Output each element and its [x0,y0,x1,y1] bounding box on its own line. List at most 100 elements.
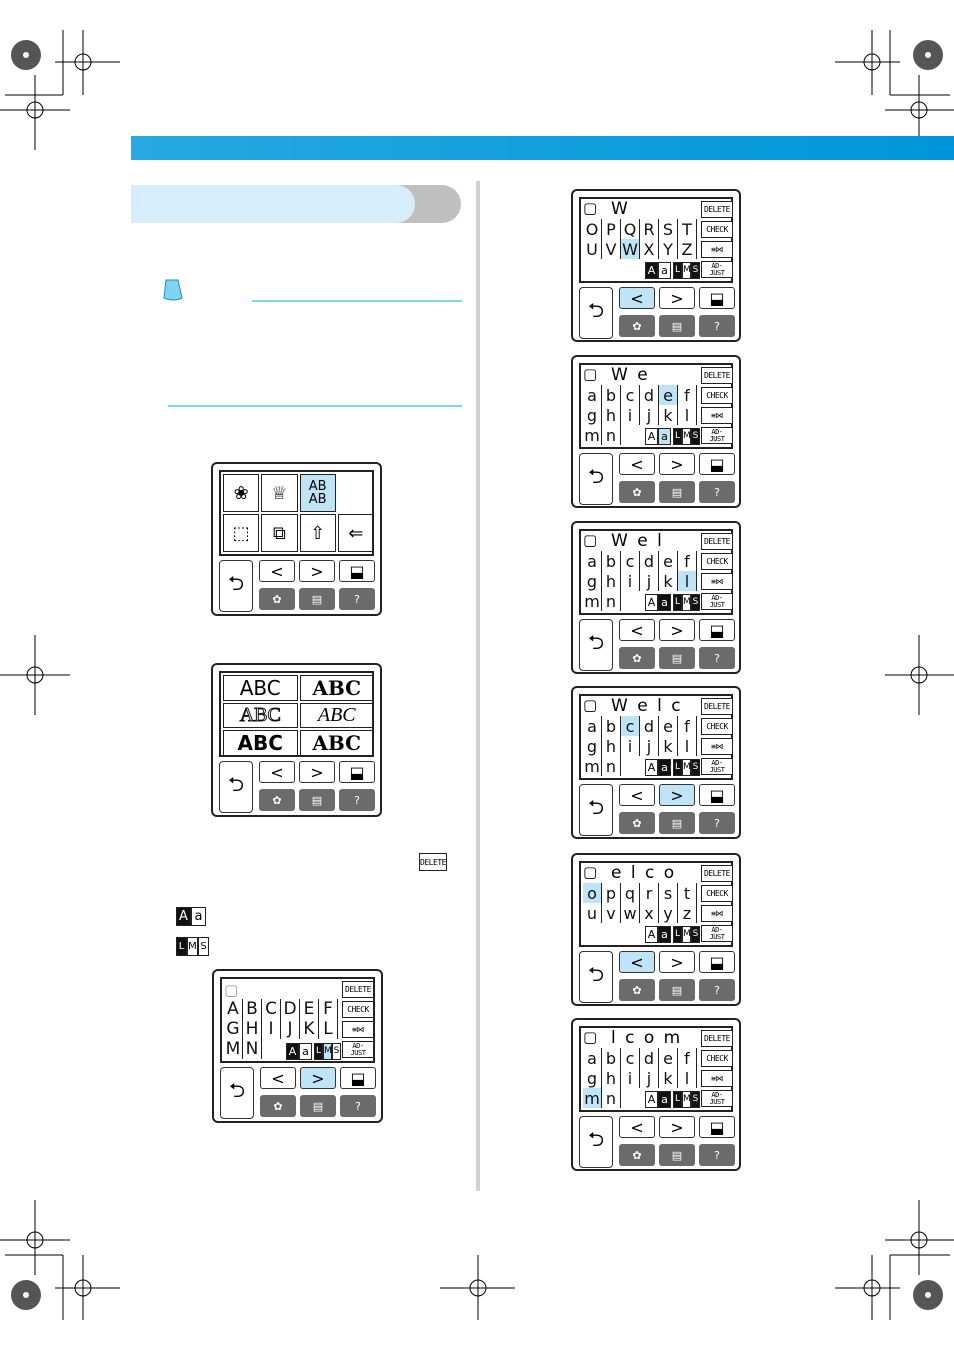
font-style-2[interactable]: ABC [299,675,374,701]
font-style-1[interactable]: ABC [223,675,298,701]
key-w[interactable]: w [621,903,640,923]
key-u[interactable]: u [583,903,602,923]
check-button[interactable]: CHECK [701,718,733,735]
key-H[interactable]: H [243,1019,262,1039]
set-button[interactable]: ⬓ [699,453,735,475]
prev-button[interactable]: < [619,287,655,309]
key-a[interactable]: a [583,1048,602,1068]
delete-button[interactable]: DELETE [701,533,733,550]
page-icon[interactable]: ▤ [659,481,695,503]
key-m[interactable]: m [583,1088,602,1108]
key-G[interactable]: G [224,1019,243,1039]
spacing-button[interactable]: ≡⋈ [342,1021,374,1038]
prev-button[interactable]: < [259,761,295,783]
set-button[interactable]: ⬓ [699,619,735,641]
back-button[interactable]: ⮌ [579,453,613,505]
key-c[interactable]: c [621,716,640,736]
key-n[interactable]: n [602,1088,621,1108]
alphabet-category-button[interactable]: AB AB [299,474,336,512]
key-y[interactable]: y [659,903,678,923]
key-j[interactable]: j [640,405,659,425]
key-l[interactable]: l [678,405,697,425]
hoop-icon[interactable]: ✿ [619,979,655,1001]
prev-button[interactable]: < [260,1067,296,1089]
key-c[interactable]: c [621,551,640,571]
key-d[interactable]: d [640,716,659,736]
recall-pattern-icon[interactable]: ⇧ [299,514,336,552]
check-button[interactable]: CHECK [701,1050,733,1067]
key-E[interactable]: E [300,999,319,1019]
key-N[interactable]: N [243,1039,262,1059]
page-icon[interactable]: ▤ [299,789,335,811]
key-S[interactable]: S [659,219,678,239]
next-button[interactable]: > [659,784,695,806]
key-c[interactable]: c [621,385,640,405]
key-c[interactable]: c [621,1048,640,1068]
check-button[interactable]: CHECK [342,1001,374,1018]
key-g[interactable]: g [583,571,602,591]
help-icon[interactable]: ? [699,481,735,503]
back-button[interactable]: ⮌ [219,560,253,612]
adjust-button[interactable]: AD-JUST [701,1090,733,1107]
key-Y[interactable]: Y [659,239,678,259]
key-p[interactable]: p [602,883,621,903]
key-Z[interactable]: Z [678,239,697,259]
key-b[interactable]: b [602,385,621,405]
key-m[interactable]: m [583,591,602,611]
back-button[interactable]: ⮌ [220,1067,254,1119]
adjust-button[interactable]: AD- JUST [342,1041,374,1058]
key-m[interactable]: m [583,425,602,445]
key-R[interactable]: R [640,219,659,239]
key-T[interactable]: T [678,219,697,239]
prev-button[interactable]: < [259,560,295,582]
prev-button[interactable]: < [619,951,655,973]
key-W[interactable]: W [621,239,640,259]
key-k[interactable]: k [659,1068,678,1088]
next-button[interactable]: > [659,951,695,973]
hoop-icon[interactable]: ✿ [259,588,295,610]
key-i[interactable]: i [621,571,640,591]
set-button[interactable]: ⬓ [340,1067,376,1089]
help-icon[interactable]: ? [699,812,735,834]
key-B[interactable]: B [243,999,262,1019]
prev-button[interactable]: < [619,619,655,641]
back-button[interactable]: ⮌ [579,1116,613,1168]
key-j[interactable]: j [640,1068,659,1088]
help-icon[interactable]: ? [699,315,735,337]
hoop-icon[interactable]: ✿ [619,812,655,834]
key-l[interactable]: l [678,571,697,591]
frame-pattern-icon[interactable]: ♕ [261,474,298,512]
help-icon[interactable]: ? [339,588,375,610]
adjust-button[interactable]: AD-JUST [701,261,733,278]
key-I[interactable]: I [262,1019,281,1039]
next-button[interactable]: > [300,1067,336,1089]
key-d[interactable]: d [640,551,659,571]
help-icon[interactable]: ? [699,647,735,669]
key-Q[interactable]: Q [621,219,640,239]
key-r[interactable]: r [640,883,659,903]
embroidery-pattern-icon[interactable]: ❀ [223,474,260,512]
page-icon[interactable]: ▤ [659,647,695,669]
key-f[interactable]: f [678,1048,697,1068]
key-i[interactable]: i [621,405,640,425]
page-icon[interactable]: ▤ [300,1095,336,1117]
key-K[interactable]: K [300,1019,319,1039]
key-f[interactable]: f [678,551,697,571]
size-button[interactable]: L M S [314,1043,341,1060]
key-g[interactable]: g [583,405,602,425]
hoop-icon[interactable]: ✿ [619,481,655,503]
delete-button[interactable]: DELETE [701,865,733,882]
key-k[interactable]: k [659,736,678,756]
key-l[interactable]: l [678,1068,697,1088]
key-A[interactable]: A [224,999,243,1019]
hoop-icon[interactable]: ✿ [259,789,295,811]
delete-button[interactable]: DELETE [701,698,733,715]
key-M[interactable]: M [224,1039,243,1059]
page-icon[interactable]: ▤ [659,315,695,337]
